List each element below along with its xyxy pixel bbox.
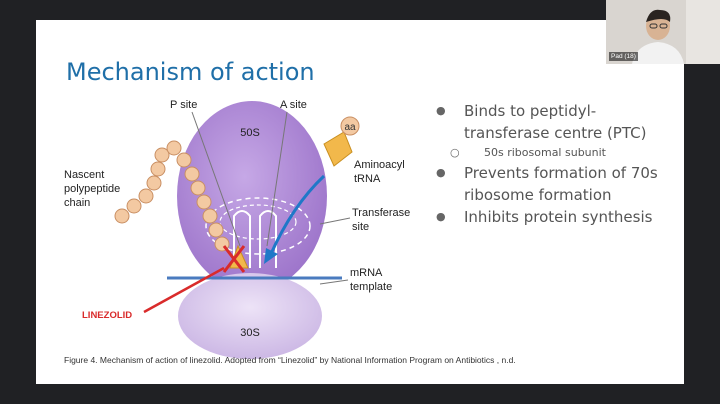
mrna-label-1: mRNA xyxy=(350,267,383,279)
polypeptide-bead xyxy=(190,180,206,196)
bullet-inhibits-synthesis: Inhibits protein synthesis xyxy=(436,206,676,228)
polypeptide-bead xyxy=(150,161,166,177)
bullet-binds-ptc: Binds to peptidyl-transferase centre (PT… xyxy=(436,100,676,144)
p-site-channel xyxy=(233,210,251,268)
a-site-label: A site xyxy=(280,99,307,111)
nascent-label-1: Nascent xyxy=(64,169,104,181)
slide: Mechanism of action xyxy=(36,20,684,384)
transferase-label-1: Transferase xyxy=(352,207,410,219)
slide-title: Mechanism of action xyxy=(66,58,315,86)
linezolid-arrow xyxy=(143,266,225,314)
polypeptide-bead xyxy=(184,166,200,182)
small-subunit-label: 30S xyxy=(240,327,260,339)
polypeptide-bead xyxy=(166,140,182,156)
small-subunit-30s xyxy=(178,273,322,359)
figure-caption: Figure 4. Mechanism of action of linezol… xyxy=(64,355,516,365)
nascent-label-2: polypeptide xyxy=(64,183,120,195)
aa-label: aa xyxy=(344,122,356,133)
polypeptide-bead xyxy=(176,152,192,168)
polypeptide-bead xyxy=(138,188,154,204)
bullet-prevents-70s: Prevents formation of 70s ribosome forma… xyxy=(436,162,676,206)
participant-video-tile[interactable]: Pad (18) xyxy=(606,0,720,64)
p-site-leader xyxy=(191,111,241,247)
polypeptide-bead xyxy=(208,222,224,238)
participant-avatar xyxy=(606,0,720,64)
nascent-label-3: chain xyxy=(64,197,90,209)
linezolid-label: LINEZOLID xyxy=(82,310,132,321)
transferase-label-2: site xyxy=(352,221,369,233)
polypeptide-bead xyxy=(202,208,218,224)
trna-entry-arrow xyxy=(268,174,326,257)
polypeptide-bead xyxy=(146,175,162,191)
aminoacyl-label-1: Aminoacyl xyxy=(354,159,405,171)
ribosome-diagram: aa P site A site 50S 30S Nascent polypep… xyxy=(64,99,410,359)
polypeptide-bead xyxy=(126,198,142,214)
mrna-leader xyxy=(319,279,349,285)
a-site-channel xyxy=(259,210,277,268)
ribosome-figure: aa P site A site 50S 30S Nascent polypep… xyxy=(62,96,415,364)
a-site-leader xyxy=(266,111,288,247)
participant-name: Pad (18) xyxy=(609,52,638,61)
aminoacyl-label-2: tRNA xyxy=(354,173,381,185)
transferase-site-outline xyxy=(205,197,311,255)
polypeptide-bead xyxy=(196,194,212,210)
transferase-leader xyxy=(319,217,351,225)
aminoacyl-trna xyxy=(323,116,360,167)
bullet-list: Binds to peptidyl-transferase centre (PT… xyxy=(436,100,676,228)
large-subunit-50s xyxy=(177,101,327,291)
polypeptide-bead xyxy=(114,208,130,224)
transferase-inner-outline xyxy=(219,204,297,240)
mrna-label-2: template xyxy=(350,281,392,293)
polypeptide-bead xyxy=(154,147,170,163)
large-subunit-label: 50S xyxy=(240,127,260,139)
p-site-label: P site xyxy=(170,99,197,111)
arrow-head xyxy=(264,248,278,264)
sub-bullet-50s: 50s ribosomal subunit xyxy=(442,144,676,162)
linezolid-x-stroke-2 xyxy=(222,245,246,273)
